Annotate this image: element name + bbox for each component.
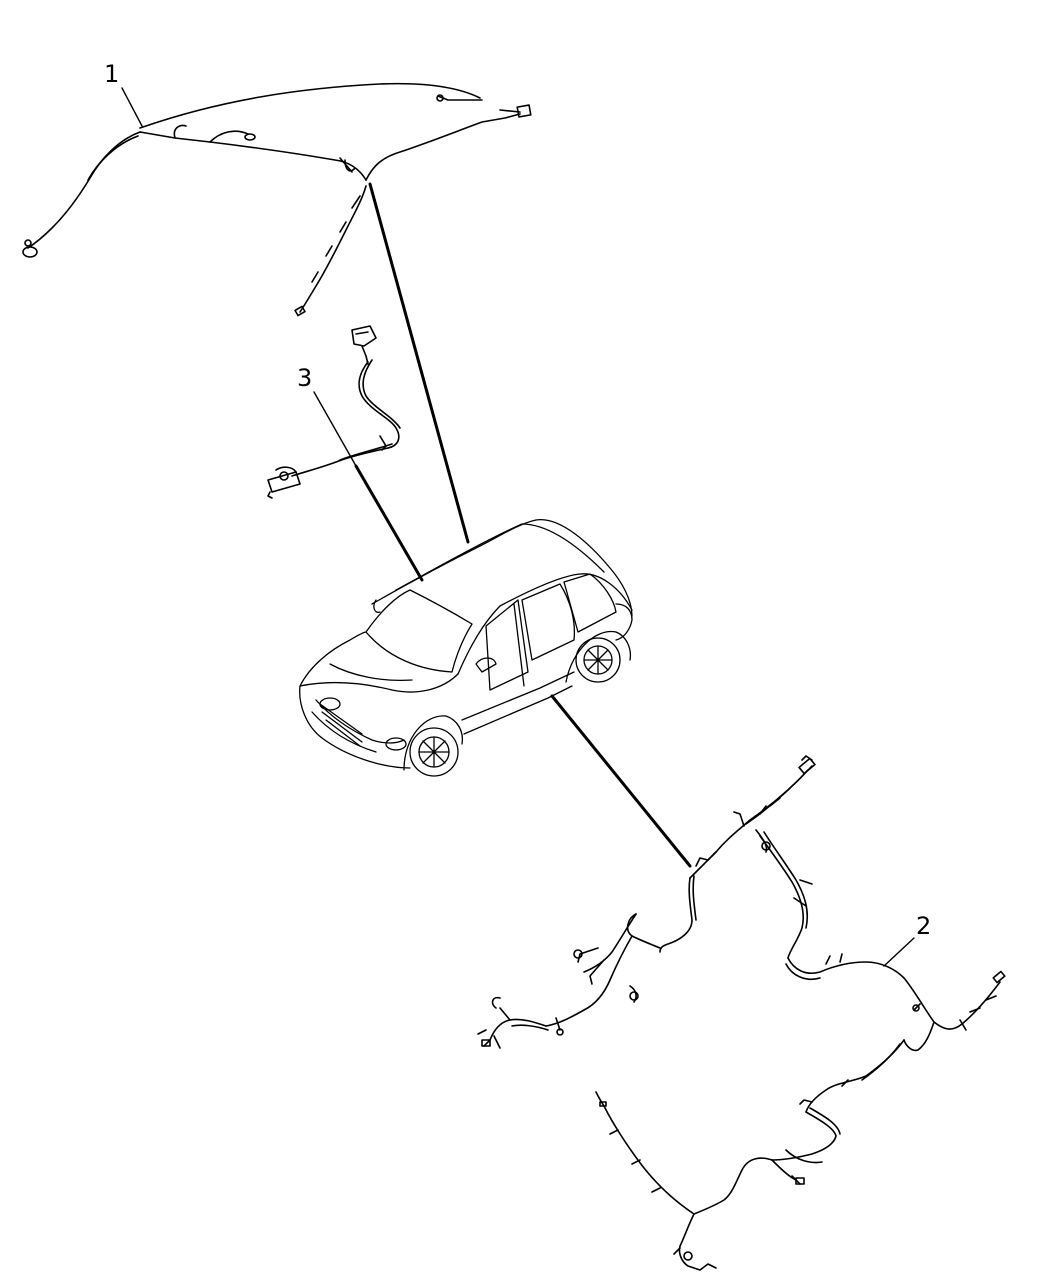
callout-pointer-2 <box>883 937 915 967</box>
jumper-wiring-harness[interactable] <box>267 325 401 499</box>
callout-pointer-3 <box>313 391 357 467</box>
leader-line-part-3 <box>354 464 424 582</box>
leader-lines <box>354 182 692 868</box>
callout-pointer-1 <box>121 87 143 127</box>
leader-line-part-1 <box>368 182 470 544</box>
callout-label-3: 3 <box>297 364 312 392</box>
headliner-wiring-harness[interactable] <box>22 82 532 317</box>
body-underfloor-wiring-harness[interactable] <box>477 755 1006 1271</box>
callout-label-1: 1 <box>104 60 119 88</box>
callouts: 1 3 2 <box>104 60 931 967</box>
vehicle-illustration <box>299 519 633 777</box>
leader-line-part-2 <box>550 694 692 868</box>
callout-label-2: 2 <box>916 912 931 940</box>
